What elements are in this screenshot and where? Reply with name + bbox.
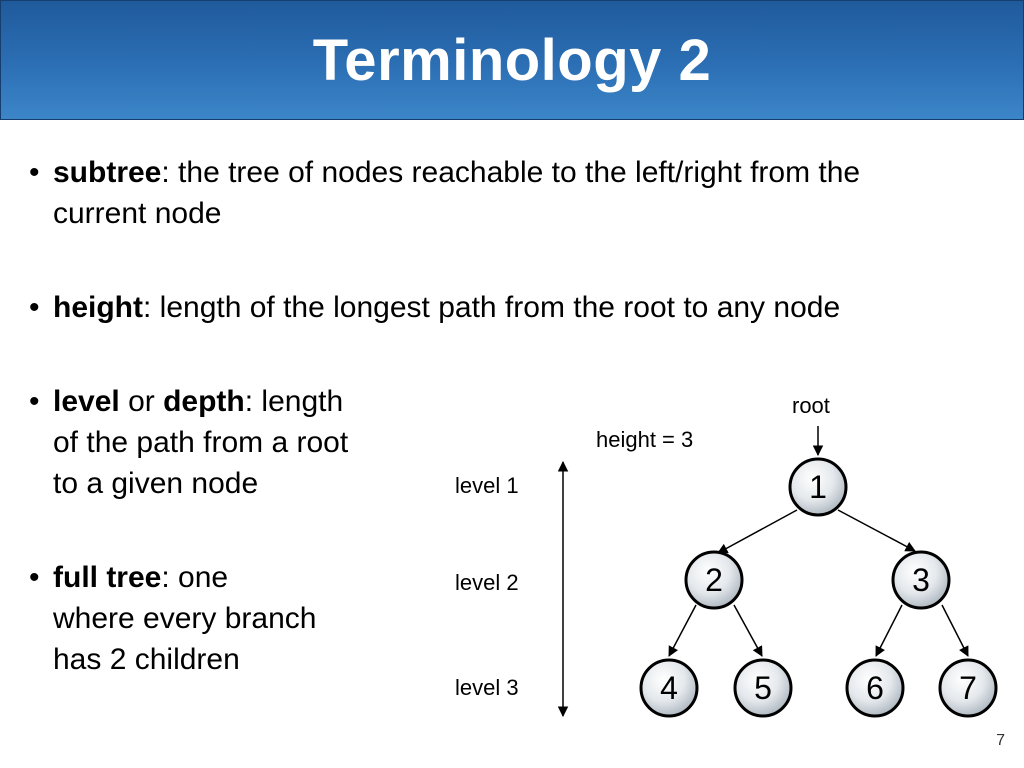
level-definition-line3: to a given node xyxy=(53,467,259,500)
edge-1-3 xyxy=(837,509,916,552)
bullet-height: • height: length of the longest path fro… xyxy=(29,287,1013,328)
page-number: 7 xyxy=(996,732,1005,749)
bullet-full-tree: • full tree: one where every branch has … xyxy=(29,557,413,680)
term-depth: depth xyxy=(163,385,245,418)
node-label: 3 xyxy=(912,562,930,598)
edge-1-2 xyxy=(717,509,798,554)
subtree-definition-line2: current node xyxy=(53,197,222,230)
title-bar: Terminology 2 xyxy=(0,0,1024,120)
tree-node-5: 5 xyxy=(733,658,793,718)
level-2-label: level 2 xyxy=(455,570,519,595)
node-label: 6 xyxy=(866,670,884,706)
slide-title: Terminology 2 xyxy=(312,27,712,93)
bullet-dot: • xyxy=(29,561,40,594)
term-subtree: subtree xyxy=(53,156,162,189)
bullet-subtree: • subtree: the tree of nodes reachable t… xyxy=(29,152,1013,234)
tree-node-7: 7 xyxy=(938,658,998,718)
level-definition-line1: : length xyxy=(244,385,344,418)
height-label: height = 3 xyxy=(596,427,694,452)
edge-3-7 xyxy=(941,604,969,657)
bullet-level-depth: • level or depth: length of the path fro… xyxy=(29,381,433,504)
full-tree-definition-line2: where every branch xyxy=(53,602,317,635)
edge-2-5 xyxy=(733,604,763,657)
level-1-label: level 1 xyxy=(455,473,519,498)
subtree-definition-line1: : the tree of nodes reachable to the lef… xyxy=(161,156,861,189)
term-full-tree: full tree xyxy=(53,561,162,594)
node-label: 7 xyxy=(959,670,977,706)
tree-node-1: 1 xyxy=(788,457,848,517)
level-definition-line2: of the path from a root xyxy=(53,426,349,459)
node-label: 5 xyxy=(754,670,772,706)
bullet-dot: • xyxy=(29,156,40,189)
tree-node-3: 3 xyxy=(891,550,951,610)
tree-node-4: 4 xyxy=(639,658,699,718)
full-tree-definition-line3: has 2 children xyxy=(53,643,240,676)
edge-2-4 xyxy=(668,604,697,657)
term-height: height xyxy=(53,291,143,324)
bullet-dot: • xyxy=(29,291,40,324)
node-label: 1 xyxy=(809,469,827,505)
tree-node-6: 6 xyxy=(845,658,905,718)
node-label: 2 xyxy=(705,562,723,598)
tree-node-2: 2 xyxy=(684,550,744,610)
height-definition: : length of the longest path from the ro… xyxy=(143,291,841,324)
root-label: root xyxy=(792,393,830,418)
node-label: 4 xyxy=(660,670,678,706)
level-3-label: level 3 xyxy=(455,675,519,700)
term-level: level xyxy=(53,385,120,418)
edge-3-6 xyxy=(875,604,903,657)
or-text: or xyxy=(119,385,164,418)
bullet-dot: • xyxy=(29,385,40,418)
full-tree-definition-line1: : one xyxy=(161,561,229,594)
